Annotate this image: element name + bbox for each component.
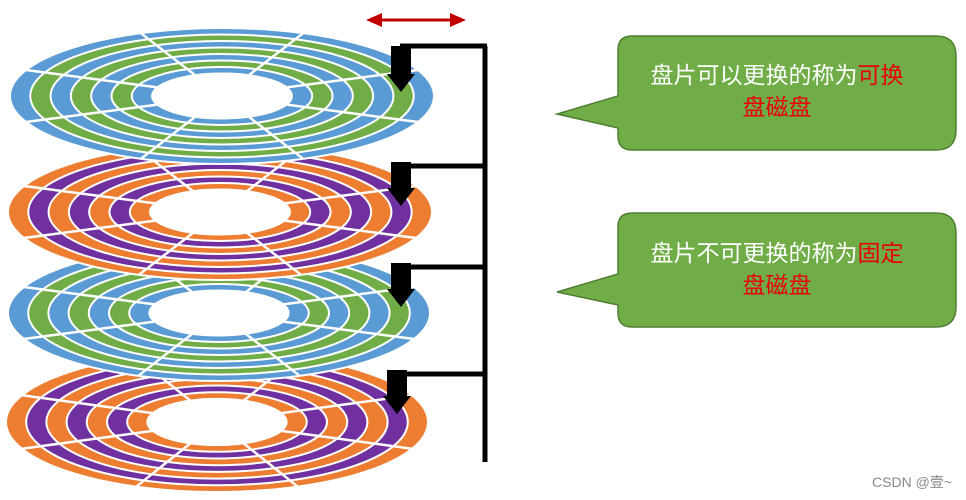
sector-line bbox=[138, 231, 194, 276]
sector-line bbox=[137, 332, 194, 377]
sector-line bbox=[242, 442, 299, 488]
platter-1 bbox=[9, 27, 435, 165]
double-arrow-icon bbox=[366, 13, 466, 27]
sector-line bbox=[135, 442, 192, 488]
sector-line bbox=[25, 103, 158, 124]
sector-line bbox=[21, 429, 153, 451]
callout-text-1: 盘片可以更换的称为可换 盘磁盘 bbox=[650, 63, 904, 121]
platter-4 bbox=[5, 351, 429, 493]
watermark: CSDN @壹~ bbox=[872, 474, 952, 490]
spindle-hole bbox=[149, 188, 291, 236]
sector-line bbox=[281, 429, 413, 451]
sector-line bbox=[248, 32, 304, 77]
sector-line bbox=[140, 32, 196, 77]
actuator-assembly bbox=[383, 43, 488, 462]
spindle-hole bbox=[148, 289, 290, 337]
read-write-head-2 bbox=[387, 162, 415, 206]
callout-bubble-2 bbox=[556, 212, 957, 328]
read-write-head-3 bbox=[387, 263, 415, 307]
sector-line bbox=[21, 393, 153, 415]
callout-text-2: 盘片不可更换的称为固定 盘磁盘 bbox=[650, 241, 904, 299]
sector-line bbox=[284, 219, 417, 240]
sector-line bbox=[246, 231, 302, 276]
read-write-head-4 bbox=[383, 370, 411, 414]
spindle-hole bbox=[146, 397, 288, 447]
sector-line bbox=[23, 184, 156, 205]
platter-2 bbox=[7, 143, 433, 281]
read-write-head-1 bbox=[387, 46, 415, 92]
sector-line bbox=[140, 115, 196, 160]
callout-bubble-1 bbox=[554, 35, 957, 151]
sector-line bbox=[248, 115, 304, 160]
spindle-hole bbox=[151, 72, 293, 120]
sector-line bbox=[23, 285, 155, 306]
sector-line bbox=[23, 219, 156, 240]
sector-line bbox=[25, 68, 158, 89]
sector-line bbox=[283, 320, 415, 341]
platters-stack bbox=[5, 27, 435, 493]
sector-line bbox=[286, 103, 419, 124]
platter-3 bbox=[7, 244, 431, 382]
sector-line bbox=[244, 332, 301, 377]
sector-line bbox=[23, 320, 155, 341]
